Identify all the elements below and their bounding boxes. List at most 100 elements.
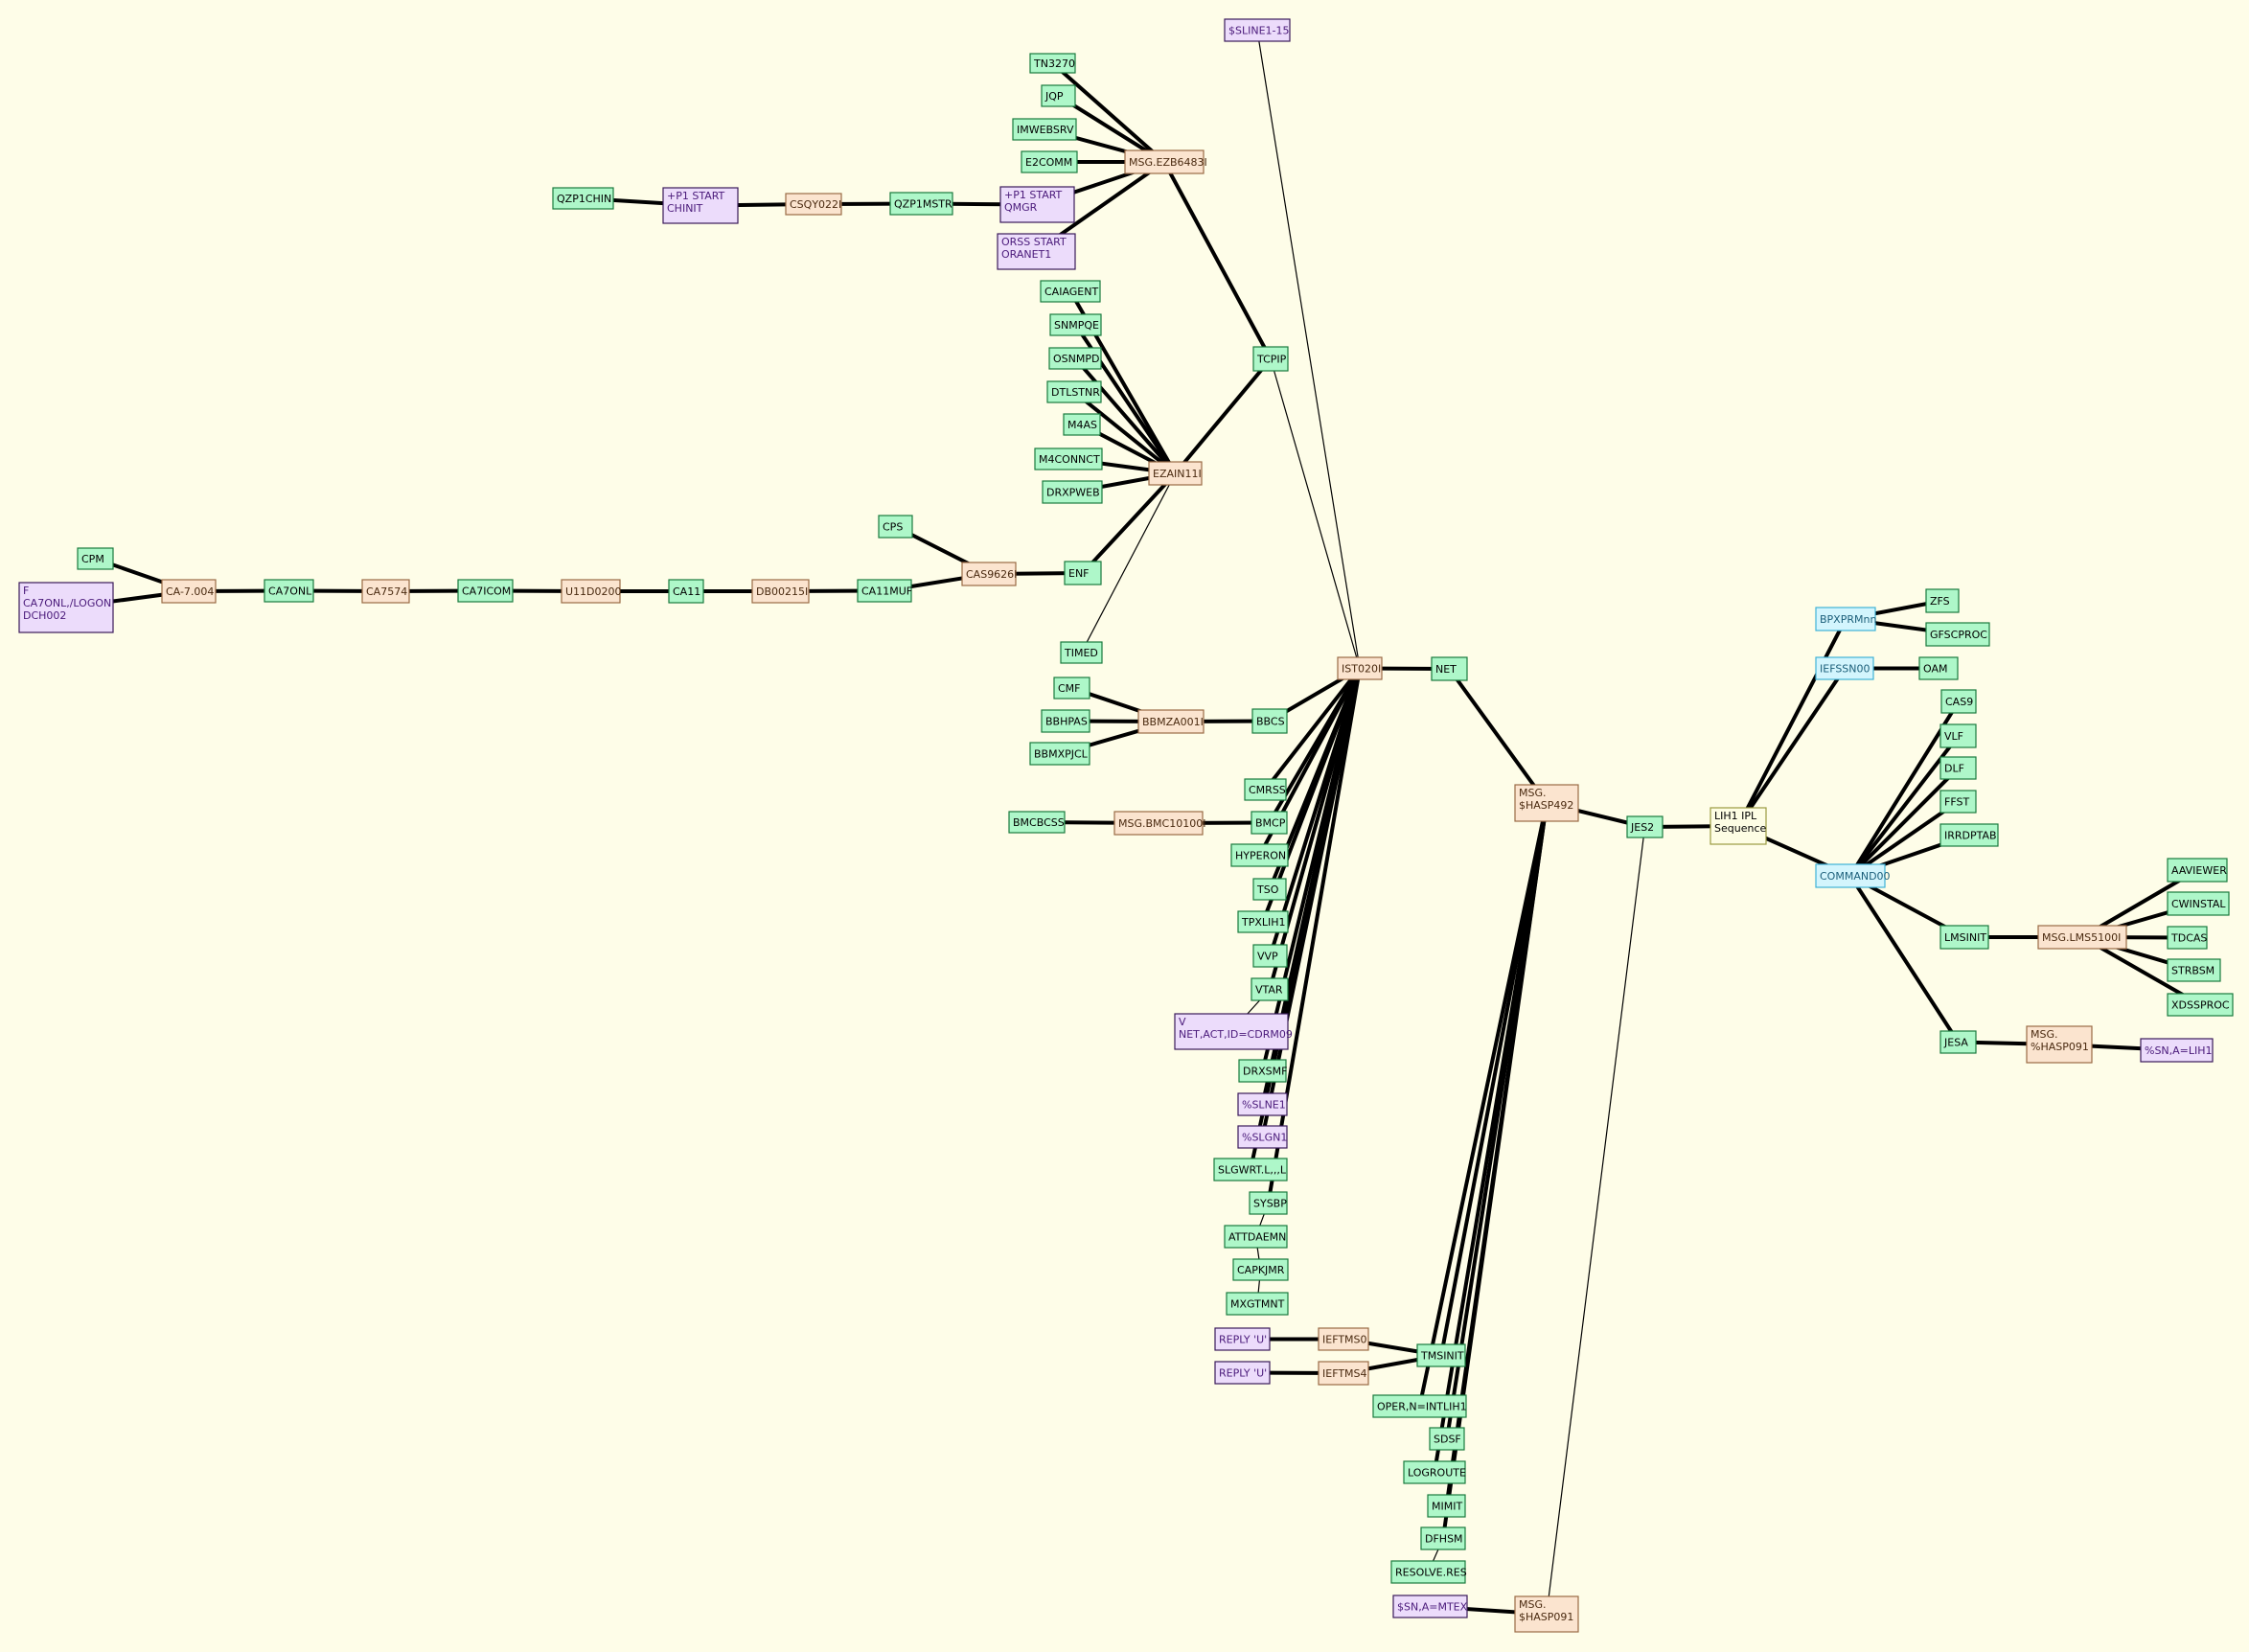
node-timed[interactable]: TIMED (1060, 641, 1103, 664)
node-imwebsrv[interactable]: IMWEBSRV (1012, 118, 1077, 141)
node-tpxlih1[interactable]: TPXLIH1 (1237, 910, 1289, 933)
node-cpm[interactable]: CPM (77, 547, 114, 570)
node-drxsmf[interactable]: DRXSMF (1238, 1059, 1287, 1083)
node-zfs[interactable]: ZFS (1925, 588, 1960, 613)
node-dfhsm[interactable]: DFHSM (1420, 1526, 1466, 1550)
node-attdaemn[interactable]: ATTDAEMN (1224, 1225, 1288, 1249)
node-lmsinit[interactable]: LMSINIT (1939, 925, 1989, 950)
node-sn-a-lih1[interactable]: %SN,A=LIH1 (2140, 1038, 2214, 1063)
node-gfscproc[interactable]: GFSCPROC (1925, 622, 1990, 647)
node-ca11muf[interactable]: CA11MUF (857, 579, 912, 603)
node-drxpweb[interactable]: DRXPWEB (1042, 480, 1103, 504)
node-vtar[interactable]: VTAR (1251, 977, 1289, 1001)
node-tmsinit[interactable]: TMSINIT (1416, 1343, 1466, 1367)
node-dlf[interactable]: DLF (1939, 756, 1977, 780)
node-tcpip[interactable]: TCPIP (1252, 346, 1289, 372)
node-oper-n-intlih1[interactable]: OPER,N=INTLIH1 (1372, 1394, 1467, 1418)
node-cas9[interactable]: CAS9 (1940, 689, 1977, 714)
node-bbmza001i[interactable]: BBMZA001I (1137, 709, 1205, 734)
node-ist020i[interactable]: IST020I (1337, 656, 1383, 680)
node-bmcbcss[interactable]: BMCBCSS (1008, 811, 1066, 834)
node-cmf[interactable]: CMF (1053, 677, 1090, 700)
node-qzp1mstr[interactable]: QZP1MSTR (889, 192, 953, 216)
node-m4as[interactable]: M4AS (1063, 413, 1101, 436)
node-csqy022i[interactable]: CSQY022I (785, 193, 842, 216)
node-ca11[interactable]: CA11 (668, 579, 704, 604)
node-sn-a-mtex[interactable]: $SN,A=MTEX (1392, 1595, 1468, 1618)
node-slgwrt-l-l[interactable]: SLGWRT.L,,,L (1213, 1158, 1288, 1182)
node-cps[interactable]: CPS (878, 515, 913, 539)
node-mimit[interactable]: MIMIT (1427, 1494, 1466, 1518)
node-msg-ezb6483i[interactable]: MSG.EZB6483I (1124, 149, 1207, 174)
node-msg-hasp492[interactable]: MSG.$HASP492 (1514, 784, 1579, 822)
node-e2comm[interactable]: E2COMM (1021, 150, 1078, 173)
node-resolve-res[interactable]: RESOLVE.RES (1390, 1560, 1467, 1584)
node-cas9626i[interactable]: CAS9626I (961, 562, 1017, 586)
edge-vtar-to-ist020i (1268, 666, 1362, 992)
node-tso[interactable]: TSO (1252, 878, 1287, 901)
node-capkjmr[interactable]: CAPKJMR (1232, 1258, 1289, 1281)
node-reply-u[interactable]: REPLY 'U' (1214, 1327, 1271, 1351)
node-enf[interactable]: ENF (1064, 561, 1102, 585)
node-sdsf[interactable]: SDSF (1429, 1427, 1465, 1451)
node-bmcp[interactable]: BMCP (1251, 811, 1288, 835)
node-jes2[interactable]: JES2 (1626, 815, 1664, 838)
node-cwinstal[interactable]: CWINSTAL (2167, 891, 2230, 916)
node-strbsm[interactable]: STRBSM (2167, 958, 2221, 982)
node-mxgtmnt[interactable]: MXGTMNT (1226, 1292, 1289, 1316)
node-bbmxpjcl[interactable]: BBMXPJCL (1029, 742, 1090, 766)
node-aaviewer[interactable]: AAVIEWER (2167, 858, 2228, 883)
node-logroute[interactable]: LOGROUTE (1403, 1460, 1466, 1484)
node-slne1[interactable]: %SLNE1 (1237, 1092, 1288, 1116)
node-tn3270[interactable]: TN3270 (1029, 53, 1076, 74)
node-command00[interactable]: COMMAND00 (1815, 863, 1891, 888)
node-cmrss[interactable]: CMRSS (1244, 778, 1287, 801)
node-iefssn00[interactable]: IEFSSN00 (1815, 656, 1874, 680)
node-ieftms0[interactable]: IEFTMS0 (1318, 1327, 1369, 1351)
node-osnmpd[interactable]: OSNMPD (1048, 347, 1102, 370)
node-ca7onl[interactable]: CA7ONL (264, 579, 314, 603)
node-db00215i[interactable]: DB00215I (751, 579, 810, 604)
node-snmpqe[interactable]: SNMPQE (1049, 313, 1102, 336)
node-jqp[interactable]: JQP (1041, 84, 1076, 107)
node-u11d0200[interactable]: U11D0200 (561, 579, 622, 604)
node-sysbp[interactable]: SYSBP (1249, 1191, 1288, 1215)
node-jesa[interactable]: JESA (1939, 1030, 1977, 1054)
node-dtlstnr[interactable]: DTLSTNR (1046, 380, 1102, 403)
node-vlf[interactable]: VLF (1939, 723, 1977, 748)
node-reply-u[interactable]: REPLY 'U' (1214, 1361, 1271, 1385)
node-msg-lms5100i[interactable]: MSG.LMS5100I (2037, 925, 2127, 950)
node-bpxprmnn[interactable]: BPXPRMnn (1815, 607, 1876, 631)
node-bbhpas[interactable]: BBHPAS (1041, 709, 1090, 733)
node-tdcas[interactable]: TDCAS (2167, 926, 2208, 950)
node-msg-hasp091[interactable]: MSG.%HASP091 (2026, 1025, 2093, 1064)
node-xdssproc[interactable]: XDSSPROC (2167, 993, 2234, 1017)
node-bbcs[interactable]: BBCS (1251, 708, 1288, 734)
node-msg-bmc10100i[interactable]: MSG.BMC10100I (1113, 811, 1205, 836)
node-ca7icom[interactable]: CA7ICOM (457, 579, 514, 603)
node-caiagent[interactable]: CAIAGENT (1040, 280, 1101, 303)
node-ca7574[interactable]: CA7574 (361, 579, 410, 604)
node-qzp1chin[interactable]: QZP1CHIN (552, 187, 614, 210)
node-msg-hasp091[interactable]: MSG.$HASP091 (1514, 1595, 1579, 1633)
edge-lih1-to-bpxprm (1736, 617, 1847, 828)
node-net[interactable]: NET (1431, 656, 1468, 681)
node-ffst[interactable]: FFST (1939, 790, 1977, 814)
node-vvp[interactable]: VVP (1252, 944, 1288, 968)
node-irrdptab[interactable]: IRRDPTAB (1939, 823, 1999, 847)
node-label-line: CMF (1058, 682, 1081, 695)
node-slgn1[interactable]: %SLGN1 (1237, 1125, 1288, 1149)
node-m4connct[interactable]: M4CONNCT (1034, 447, 1103, 470)
node-ca-7-004[interactable]: CA-7.004 (161, 579, 217, 604)
node-sline1-15[interactable]: $SLINE1-15 (1224, 18, 1291, 42)
node-hyperon[interactable]: HYPERON (1230, 843, 1289, 867)
node-ezain11i[interactable]: EZAIN11I (1148, 461, 1203, 486)
node-oam[interactable]: OAM (1918, 656, 1959, 680)
node-ieftms4[interactable]: IEFTMS4 (1318, 1361, 1369, 1386)
